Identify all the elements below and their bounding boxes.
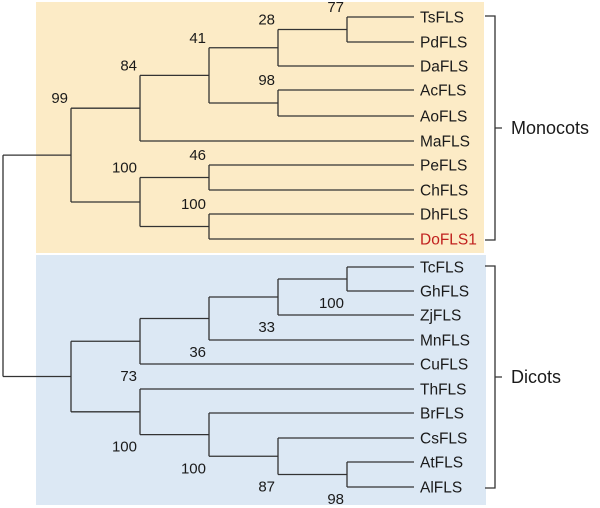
- group-label: Monocots: [511, 118, 589, 138]
- leaf-label: ZjFLS: [420, 308, 461, 325]
- bootstrap-value: 28: [258, 12, 275, 29]
- leaf-label: ChFLS: [420, 183, 468, 200]
- leaf-label: BrFLS: [420, 406, 464, 423]
- leaf-label: AcFLS: [420, 83, 467, 100]
- leaf-label: MnFLS: [420, 333, 470, 350]
- leaf-label: GhFLS: [420, 284, 469, 301]
- leaf-label: ThFLS: [420, 382, 467, 399]
- bootstrap-value: 100: [112, 439, 137, 456]
- leaf-label: CsFLS: [420, 431, 467, 448]
- bootstrap-value: 99: [51, 90, 68, 107]
- leaf-label: PdFLS: [420, 35, 467, 52]
- bootstrap-value: 100: [112, 160, 137, 177]
- group-label: Dicots: [511, 367, 561, 387]
- leaf-label: CuFLS: [420, 357, 468, 374]
- leaf-label: DaFLS: [420, 59, 468, 76]
- monocots-background: [36, 2, 484, 253]
- bootstrap-value: 98: [258, 72, 275, 89]
- bootstrap-value: 36: [189, 344, 206, 361]
- bootstrap-value: 33: [258, 319, 275, 336]
- leaf-label: DoFLS1: [420, 232, 477, 249]
- bootstrap-value: 46: [189, 147, 206, 164]
- leaf-label: PeFLS: [420, 158, 467, 175]
- bootstrap-value: 87: [258, 479, 275, 496]
- leaf-label: TsFLS: [420, 10, 464, 27]
- leaf-label: AoFLS: [420, 109, 467, 126]
- leaf-label: DhFLS: [420, 207, 468, 224]
- bootstrap-value: 98: [327, 491, 344, 508]
- leaf-label: TcFLS: [420, 260, 464, 277]
- bootstrap-value: 84: [120, 57, 137, 74]
- leaf-label: MaFLS: [420, 134, 470, 151]
- bootstrap-value: 100: [319, 295, 344, 312]
- leaf-label: AlFLS: [420, 480, 462, 497]
- bootstrap-value: 77: [327, 0, 344, 16]
- group-bracket: [485, 15, 502, 241]
- leaf-label: AtFLS: [420, 455, 463, 472]
- group-bracket: [485, 265, 502, 489]
- bootstrap-value: 73: [120, 368, 137, 385]
- bootstrap-value: 100: [181, 460, 206, 477]
- bootstrap-value: 100: [181, 196, 206, 213]
- bootstrap-value: 41: [189, 30, 206, 47]
